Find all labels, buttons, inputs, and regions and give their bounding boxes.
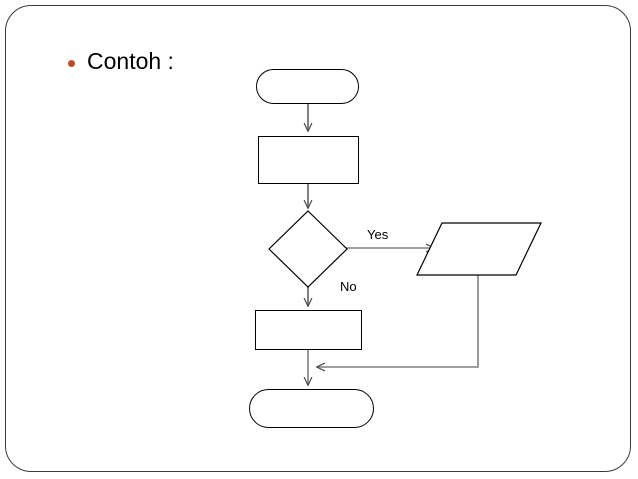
flowchart-node-end[interactable] xyxy=(249,389,374,428)
flowchart-node-output[interactable] xyxy=(415,222,543,278)
slide-frame-border xyxy=(5,5,631,472)
flowchart-node-process2[interactable] xyxy=(255,310,362,350)
heading-text: Contoh : xyxy=(87,48,174,74)
decision-diamond-shape xyxy=(268,210,348,288)
bullet-heading: Contoh : xyxy=(68,50,174,73)
bullet-dot-icon xyxy=(68,60,75,67)
flowchart-node-process1[interactable] xyxy=(258,136,359,184)
edge-label-no: No xyxy=(340,279,357,294)
flowchart-node-start[interactable] xyxy=(256,69,359,104)
io-parallelogram-shape xyxy=(416,222,542,276)
edge-label-yes: Yes xyxy=(367,227,389,242)
flowchart-node-decision[interactable] xyxy=(268,210,348,288)
